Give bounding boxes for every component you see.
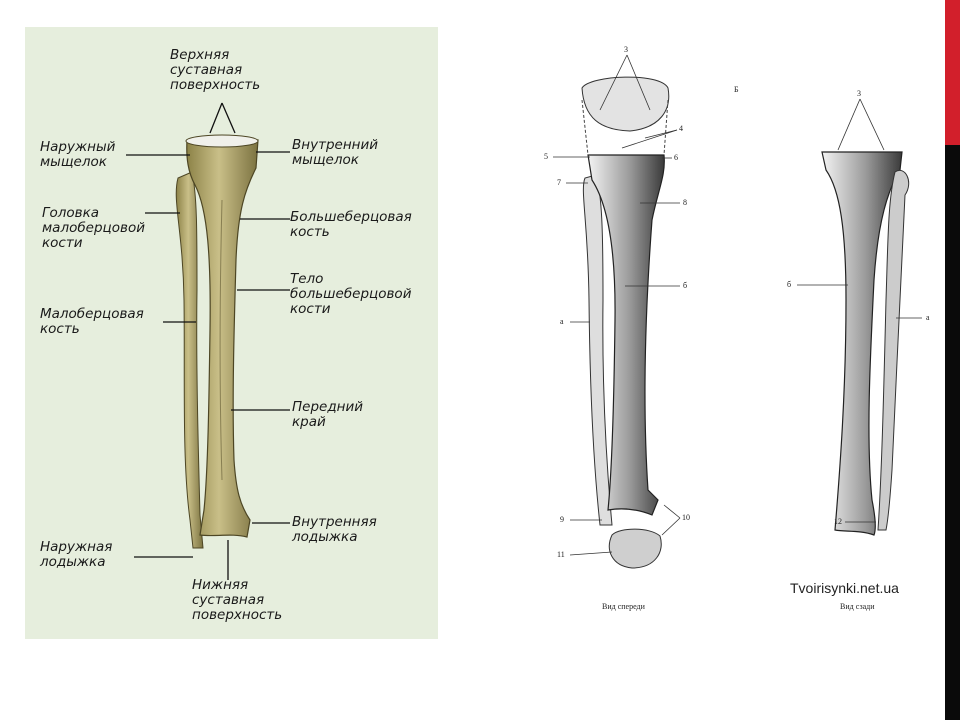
label-medial-malleolus: Внутренняя лодыжка: [292, 514, 377, 545]
front-tibia-shape: [587, 154, 665, 516]
front-num-9: 9: [560, 515, 564, 524]
label-tibia: Большеберцовая кость: [290, 209, 412, 240]
front-num-7: 7: [557, 178, 561, 187]
tibia-shaft-shadow: [219, 199, 223, 481]
front-num-11: 11: [557, 550, 565, 559]
front-tibia-plateau: [581, 76, 670, 132]
front-num-b: б: [683, 281, 688, 290]
front-num-6: 6: [674, 153, 678, 162]
left-leader-lines: [126, 102, 290, 580]
front-view-sketch: [581, 76, 670, 569]
front-num-a: а: [560, 317, 564, 326]
back-num-12: 12: [834, 517, 842, 526]
label-anterior-edge: Передний край: [292, 399, 364, 430]
label-lateral-malleolus: Наружная лодыжка: [40, 539, 113, 570]
label-upper-articular-surface: Верхняя суставная поверхность: [170, 47, 261, 93]
caption-back-view: Вид сзади: [840, 602, 875, 611]
back-view-sketch: [821, 151, 910, 536]
back-num-a: а: [926, 313, 930, 322]
tibia-shape: [186, 139, 259, 538]
label-fibula-head: Головка малоберцовой кости: [42, 205, 145, 251]
front-num-4: 4: [679, 124, 683, 133]
accent-black-bar: [945, 145, 960, 720]
upper-articular-surface: [185, 134, 259, 148]
back-num-b: б: [787, 280, 792, 289]
back-num-3: 3: [857, 89, 861, 98]
front-num-5: 5: [544, 152, 548, 161]
label-lower-articular-surface: Нижняя суставная поверхность: [192, 577, 283, 623]
fibula-shape: [175, 171, 204, 549]
label-lateral-condyle: Наружный мыщелок: [40, 139, 116, 170]
label-tibia-body: Тело большеберцовой кости: [290, 271, 412, 317]
back-tibia-shape: [821, 151, 903, 536]
back-fibula-shape: [877, 169, 910, 531]
accent-red-bar: [945, 0, 960, 145]
left-tibia-fibula: [175, 134, 259, 549]
front-num-3: 3: [624, 45, 628, 54]
front-num-10: 10: [682, 513, 690, 522]
caption-front-view: Вид спереди: [602, 602, 645, 611]
label-fibula: Малоберцовая кость: [40, 306, 144, 337]
front-fibula-shape: [582, 174, 613, 526]
front-num-8: 8: [683, 198, 687, 207]
watermark-credit: Tvoirisynki.net.ua: [790, 580, 899, 596]
front-talus-shape: [608, 528, 662, 569]
label-medial-condyle: Внутренний мыщелок: [292, 137, 379, 168]
right-leader-lines: [553, 54, 922, 556]
label-letter-b: Б: [734, 85, 739, 94]
